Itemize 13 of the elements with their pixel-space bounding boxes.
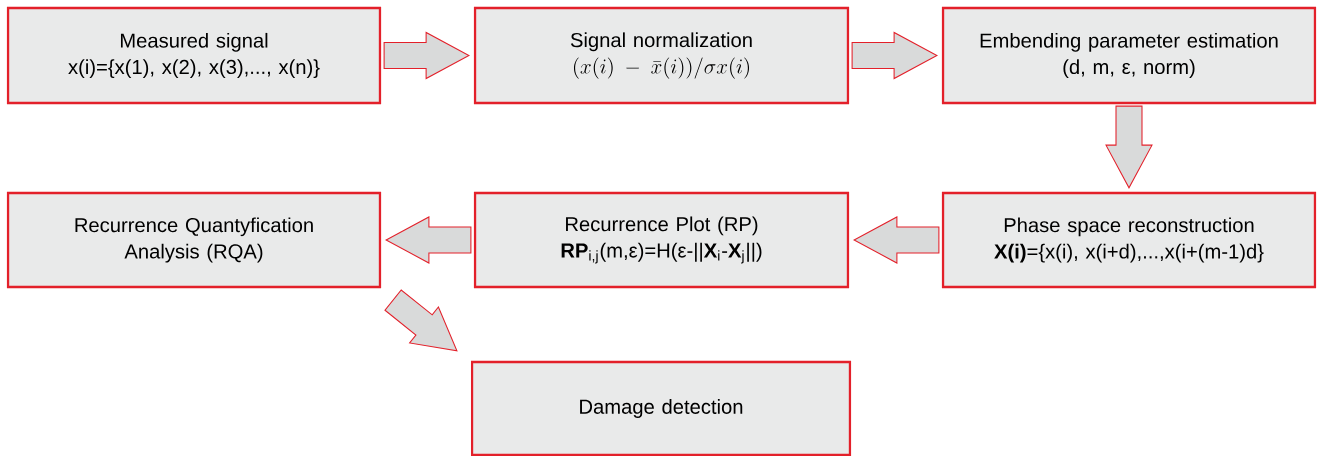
block-arrow: [384, 289, 458, 352]
process-box: Signal normalization $(x(i)-\bar{x}(i)) / \sigma x(i)$: [473, 6, 850, 105]
process-box: Recurrence Plot (RP) RP$_{i,j}$(m,ε)=H(ε-||X$_{i}$-X$_{j}$||): [473, 191, 850, 289]
process-box: Phase space reconstruction X(i)={x(i), x(i+d),...,x(i+(m-1)d}: [941, 191, 1317, 289]
process-box: Damage detection: [470, 360, 852, 456]
block-arrow: [851, 31, 938, 80]
block-arrow: [853, 216, 940, 264]
block-arrow: [385, 216, 472, 264]
process-box: Recurrence Quantyfication Analysis (RQA): [6, 191, 382, 289]
process-box: Measured signal x(i)={x(1), x(2), x(3),..., x(n)}: [6, 6, 382, 105]
block-arrow: [383, 31, 470, 80]
block-arrow: [1105, 105, 1153, 189]
process-box: Embending parameter estimation (d, m, ε, norm): [941, 6, 1317, 105]
